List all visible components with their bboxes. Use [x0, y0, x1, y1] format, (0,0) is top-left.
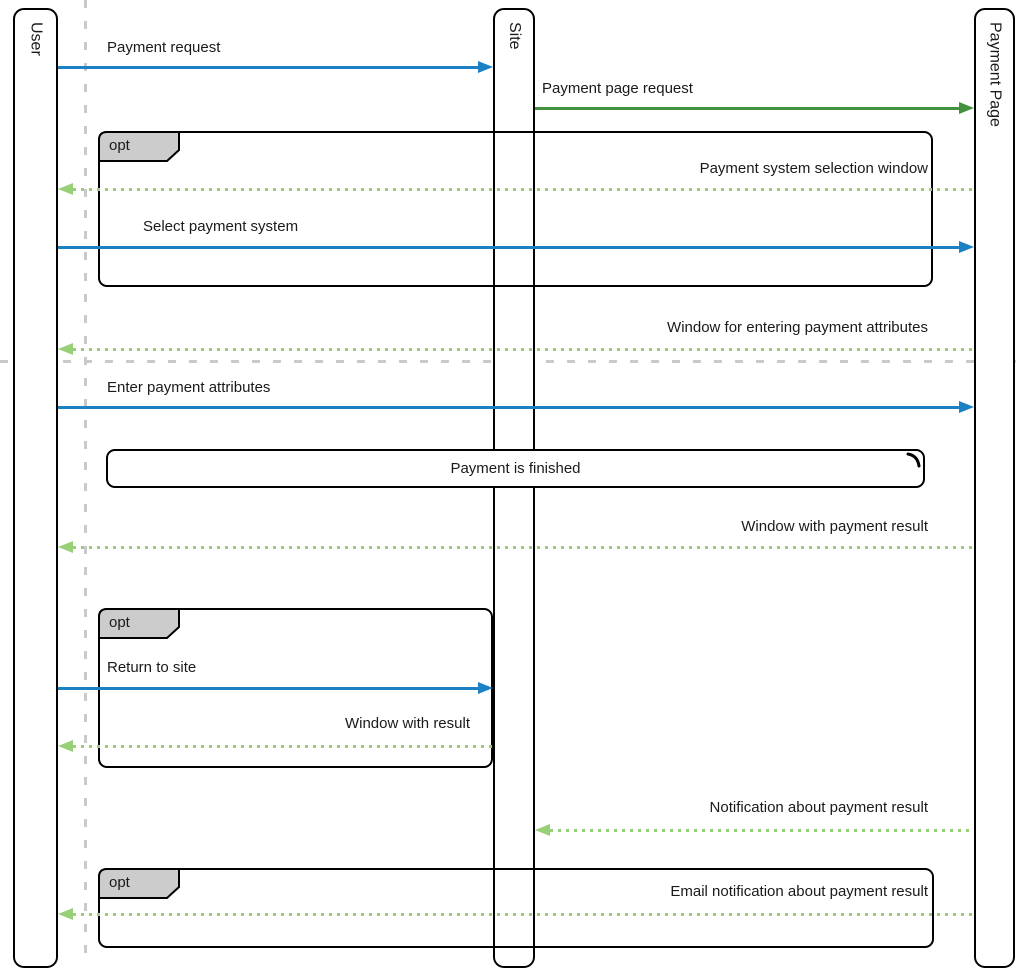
message-label-enter-payment-attributes[interactable]: Enter payment attributes: [107, 379, 271, 396]
arrowhead-notification-about-payment-result: [535, 824, 550, 836]
message-label-notification-about-payment-result[interactable]: Notification about payment result: [709, 799, 928, 816]
message-line-notification-about-payment-result[interactable]: [550, 829, 974, 832]
message-line-payment-page-request[interactable]: [535, 107, 959, 110]
message-line-window-with-payment-result[interactable]: [73, 546, 974, 549]
arrowhead-payment-system-selection-window: [58, 183, 73, 195]
arrowhead-email-notification-about-payment-result: [58, 908, 73, 920]
message-label-return-to-site[interactable]: Return to site: [107, 659, 197, 676]
lifeline-user[interactable]: User: [13, 8, 58, 968]
arrowhead-enter-payment-attributes: [959, 401, 974, 413]
message-line-email-notification-about-payment-result[interactable]: [73, 913, 974, 916]
lifeline-payment-page[interactable]: Payment Page: [974, 8, 1015, 968]
message-label-email-notification-about-payment-result[interactable]: Email notification about payment result: [670, 883, 928, 900]
fragment-tab-shape: [98, 131, 180, 162]
message-label-window-entering-payment-attributes[interactable]: Window for entering payment attributes: [667, 319, 928, 336]
message-label-select-payment-system[interactable]: Select payment system: [143, 218, 299, 235]
fragment-tab-shape: [98, 868, 180, 899]
message-label-window-with-result[interactable]: Window with result: [344, 715, 470, 732]
lifeline-payment-page-label: Payment Page: [986, 22, 1004, 127]
lifeline-site[interactable]: Site: [493, 8, 535, 968]
arrowhead-window-entering-payment-attributes: [58, 343, 73, 355]
message-line-window-entering-payment-attributes[interactable]: [73, 348, 974, 351]
message-label-payment-system-selection-window[interactable]: Payment system selection window: [699, 160, 928, 177]
fragment-operator-label: opt: [109, 874, 130, 891]
note-payment-finished[interactable]: Payment is finished: [106, 449, 925, 488]
message-line-return-to-site[interactable]: [58, 687, 478, 690]
fragment-operator-label: opt: [109, 614, 130, 631]
message-line-payment-system-selection-window[interactable]: [73, 188, 974, 191]
fragment-operator-label: opt: [109, 137, 130, 154]
note-text: Payment is finished: [450, 460, 581, 477]
arrowhead-window-with-result: [58, 740, 73, 752]
arrowhead-select-payment-system: [959, 241, 974, 253]
lifeline-user-label: User: [27, 22, 45, 56]
note-fold-icon: [906, 452, 921, 468]
message-line-enter-payment-attributes[interactable]: [58, 406, 959, 409]
opt-fragment-3[interactable]: opt: [98, 868, 934, 948]
message-line-payment-request[interactable]: [58, 66, 479, 69]
message-label-window-with-payment-result[interactable]: Window with payment result: [741, 518, 928, 535]
message-label-payment-request[interactable]: Payment request: [107, 39, 221, 56]
opt-fragment-1[interactable]: opt: [98, 131, 933, 287]
fragment-tab-shape: [98, 608, 180, 639]
arrowhead-return-to-site: [478, 682, 493, 694]
message-line-window-with-result[interactable]: [73, 745, 493, 748]
page-break-guide-vertical: [84, 0, 87, 962]
arrowhead-payment-page-request: [959, 102, 974, 114]
arrowhead-window-with-payment-result: [58, 541, 73, 553]
message-line-select-payment-system[interactable]: [58, 246, 959, 249]
message-label-payment-page-request[interactable]: Payment page request: [542, 80, 693, 97]
lifeline-site-label: Site: [506, 22, 523, 50]
arrowhead-payment-request: [478, 61, 493, 73]
